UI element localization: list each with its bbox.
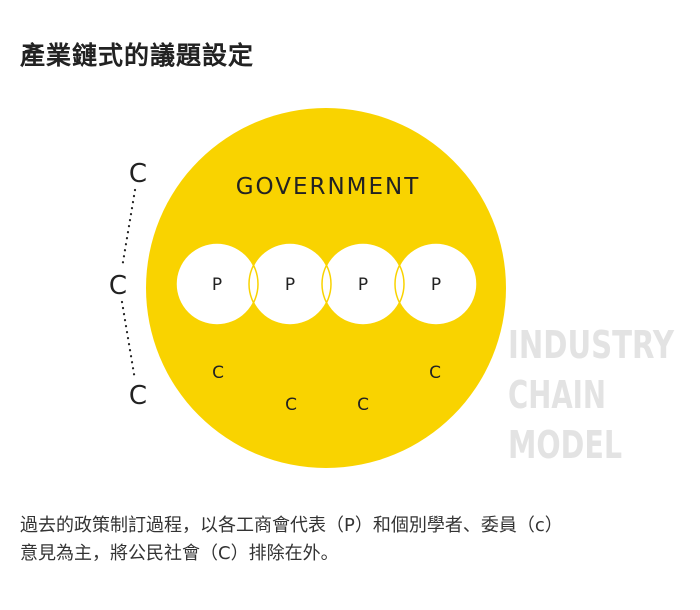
c-outer-label: C: [109, 271, 127, 301]
caption-line: 意見為主，將公民社會（C）排除在外。: [20, 543, 339, 564]
dotted-connector: [120, 188, 137, 270]
p-circle-outline: [321, 242, 405, 326]
watermark: INDUSTRY CHAIN MODEL: [508, 323, 674, 467]
page-title: 產業鏈式的議題設定: [20, 41, 255, 70]
government-label: GOVERNMENT: [236, 174, 421, 200]
dotted-connector: [120, 300, 137, 382]
p-label: P: [358, 275, 368, 295]
p-circle-outline: [175, 242, 259, 326]
watermark-line: MODEL: [508, 423, 622, 467]
c-outer-label: C: [129, 159, 147, 189]
caption-line: 過去的政策制訂過程，以各工商會代表（P）和個別學者、委員（c）: [20, 515, 563, 536]
p-circle: [322, 243, 404, 325]
p-label: P: [285, 275, 295, 295]
p-circle: [395, 243, 477, 325]
p-circle: [176, 243, 258, 325]
watermark-line: CHAIN: [508, 373, 606, 417]
p-circle-outline: [248, 242, 332, 326]
p-label: P: [431, 275, 441, 295]
watermark-line: INDUSTRY: [508, 323, 674, 367]
p-circle: [249, 243, 331, 325]
c-inner-label: C: [212, 363, 224, 383]
p-label: P: [212, 275, 222, 295]
p-circle-outline: [394, 242, 478, 326]
caption: 過去的政策制訂過程，以各工商會代表（P）和個別學者、委員（c） 意見為主，將公民…: [20, 512, 660, 568]
c-inner-label: C: [285, 395, 297, 415]
c-inner-label: C: [429, 363, 441, 383]
c-outer-label: C: [129, 381, 147, 411]
c-inner-label: C: [357, 395, 369, 415]
p-circle-group: [175, 242, 478, 326]
